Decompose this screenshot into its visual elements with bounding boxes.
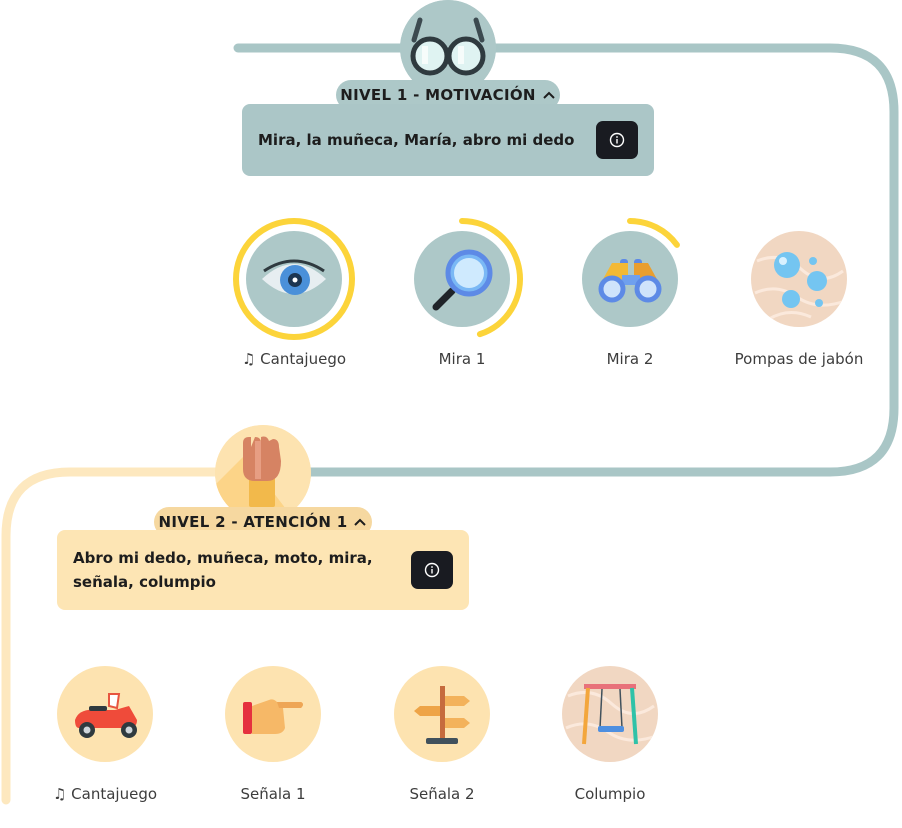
activity-columpio[interactable]: Columpio <box>542 666 678 806</box>
level-2-info-button[interactable] <box>411 551 453 589</box>
binoculars-icon <box>598 259 662 303</box>
activity-label: Mira 2 <box>606 350 654 368</box>
activity-label: ♫ Cantajuego <box>52 785 158 803</box>
activity-label: Señala 1 <box>240 785 306 803</box>
level-2-description-card: Abro mi dedo, muñeca, moto, mira, señala… <box>57 530 469 610</box>
activity-cantajuego-1[interactable]: ♫ Cantajuego <box>226 218 362 371</box>
signpost-icon <box>414 686 470 744</box>
bubbles-icon <box>754 252 846 321</box>
level-2-title: NIVEL 2 - ATENCIÓN 1 <box>158 513 348 531</box>
eye-icon <box>262 259 326 295</box>
info-icon <box>424 562 440 578</box>
scooter-icon <box>75 693 137 738</box>
level-2-icon[interactable] <box>215 425 311 521</box>
activity-label: Mira 1 <box>438 350 486 368</box>
level-1-description: Mira, la muñeca, María, abro mi dedo <box>258 131 575 149</box>
activity-label: Columpio <box>574 785 646 803</box>
activity-label: ♫ Cantajuego <box>241 350 347 368</box>
level-1-info-button[interactable] <box>596 121 638 159</box>
level-1-description-card: Mira, la muñeca, María, abro mi dedo <box>242 104 654 176</box>
activity-pompas-de-jabon[interactable]: Pompas de jabón <box>731 231 867 371</box>
raised-hand-icon <box>215 425 311 521</box>
level-2-description: Abro mi dedo, muñeca, moto, mira, señala… <box>73 549 373 591</box>
activity-label: Pompas de jabón <box>734 350 864 368</box>
activity-mira-2[interactable]: Mira 2 <box>562 218 698 371</box>
activity-cantajuego-2[interactable]: ♫ Cantajuego <box>37 666 173 806</box>
chevron-up-icon <box>543 91 555 99</box>
magnifier-icon <box>432 249 493 311</box>
activity-senala-1[interactable]: Señala 1 <box>205 666 341 806</box>
swing-icon <box>565 684 657 745</box>
activity-mira-1[interactable]: Mira 1 <box>394 218 530 371</box>
chevron-up-icon <box>354 518 367 526</box>
level-1-icon[interactable] <box>400 0 496 96</box>
pointing-hand-icon <box>243 699 303 734</box>
activity-senala-2[interactable]: Señala 2 <box>374 666 510 806</box>
activity-label: Señala 2 <box>409 785 475 803</box>
info-icon <box>609 132 625 148</box>
level-1-title: NIVEL 1 - MOTIVACIÓN <box>340 86 536 104</box>
glasses-icon <box>400 0 496 96</box>
